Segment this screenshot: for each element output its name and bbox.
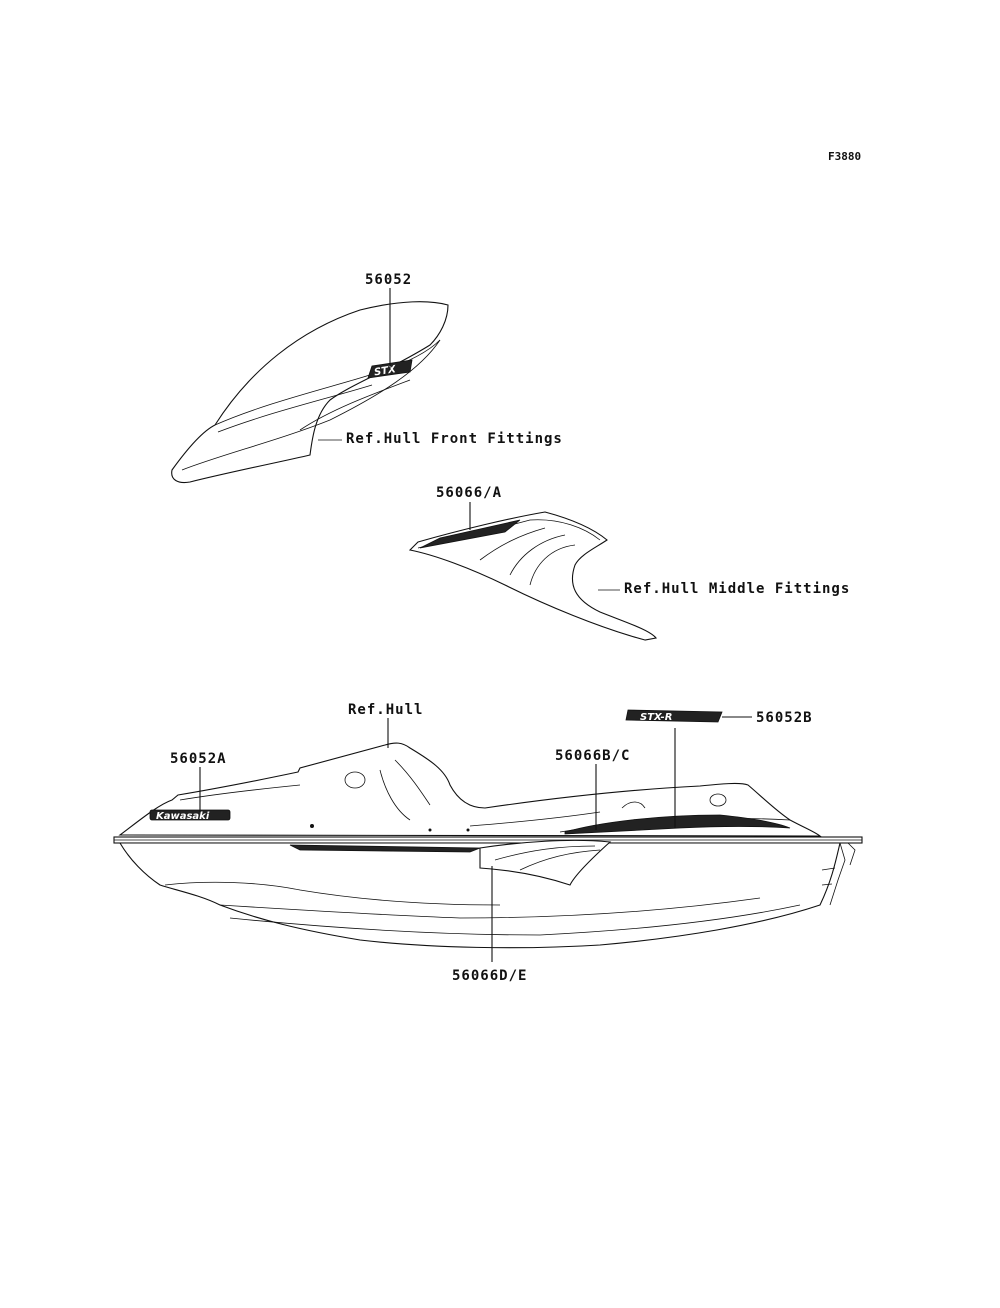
stx-logo-decal: STX-R [625,709,723,723]
bow-logo-decal: Kawasaki [149,809,231,822]
front-fitting-part [171,301,449,484]
rear-stripe-decal [564,814,791,835]
ref-hull-front: Ref.Hull Front Fittings [346,431,563,447]
callout-56066a: 56066/A [436,485,502,501]
callout-56052b: 56052B [756,710,813,726]
callout-56066bc: 56066B/C [555,748,630,764]
callout-56052: 56052 [365,272,412,288]
ref-hull-middle: Ref.Hull Middle Fittings [624,581,850,597]
svg-text:Kawasaki: Kawasaki [156,811,210,822]
callout-56052a: 56052A [170,751,227,767]
side-stripe-decal [289,839,612,886]
callout-56066de: 56066D/E [452,968,527,984]
svg-text:STX: STX [373,364,397,378]
middle-fitting-part [408,511,657,641]
hull-part [113,742,863,949]
figure-code: F3880 [828,150,861,163]
ref-hull: Ref.Hull [348,702,423,718]
svg-text:STX-R: STX-R [640,712,672,723]
